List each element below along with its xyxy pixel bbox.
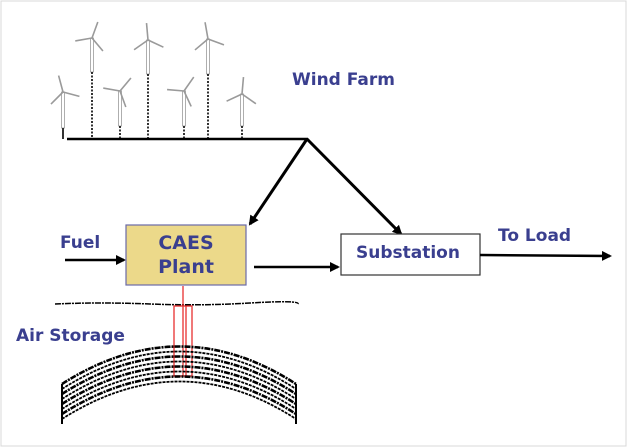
air-storage-strata (61, 345, 297, 424)
to-load-arrow (479, 250, 612, 261)
wind-to-caes-arrow (248, 138, 309, 226)
substation-box (340, 233, 481, 276)
caes-plant-box (125, 224, 247, 286)
wind-turbine-icon (103, 77, 132, 139)
caes-plant-label: CAES Plant (126, 231, 246, 279)
wind-farm-label: Wind Farm (292, 70, 395, 90)
rock-stratum (61, 380, 297, 420)
caes-label-line2: Plant (158, 256, 214, 278)
to-load-label: To Load (498, 226, 572, 246)
rock-stratum (61, 370, 297, 410)
wind-turbine-icon (166, 76, 195, 139)
rock-stratum (61, 355, 297, 396)
wind-turbine-icon (133, 22, 164, 139)
wind-turbine-icon (226, 76, 257, 139)
rock-stratum (61, 360, 297, 400)
strata-edges (61, 384, 297, 424)
wind-to-substation-arrow (305, 137, 403, 236)
caes-label-line1: CAES (158, 232, 214, 254)
fuel-label: Fuel (60, 233, 101, 253)
rock-stratum (61, 350, 297, 390)
rock-stratum (61, 375, 297, 416)
wind-turbine-icon (50, 75, 80, 139)
rock-stratum (61, 345, 297, 386)
air-storage-label: Air Storage (16, 326, 125, 346)
rock-stratum (61, 365, 297, 406)
wind-turbine-icon (194, 22, 225, 139)
ground-surface (54, 300, 299, 306)
wind-turbines (50, 21, 257, 139)
wind-turbine-icon (75, 21, 104, 139)
air-pipes (173, 286, 193, 377)
substation-label: Substation (356, 243, 460, 263)
